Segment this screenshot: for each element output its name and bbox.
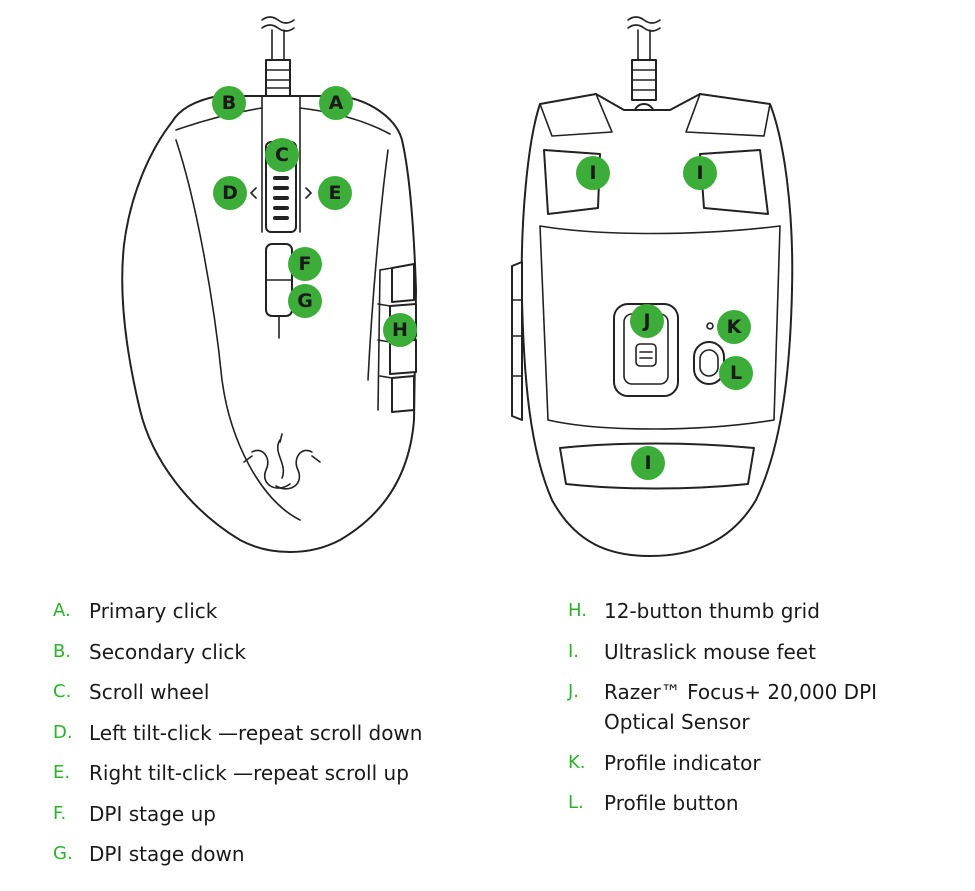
legend-key: G. [53, 843, 73, 864]
mouse-top-view [121, 16, 417, 553]
legend-key: L. [568, 792, 584, 813]
legend-text: Ultraslick mouse feet [604, 639, 816, 664]
legend-text: Profile button [604, 791, 739, 815]
callout-e: E [318, 176, 352, 210]
legend-item-h: H. 12-button thumb grid [568, 596, 948, 626]
legend-item-d: D. Left tilt-click —repeat scroll down [53, 718, 483, 748]
callout-d-label: D [222, 182, 238, 204]
callout-i-label: I [644, 452, 651, 474]
razer-snake-logo-icon [243, 433, 321, 490]
legend-key: C. [53, 681, 72, 702]
callout-i-left-foot: I [576, 156, 610, 190]
legend-item-f: F. DPI stage up [53, 799, 483, 829]
legend-text: Right tilt-click —repeat scroll up [89, 761, 409, 785]
callout-l-label: L [730, 362, 742, 384]
callout-h: H [383, 313, 417, 347]
legend-text: Primary click [89, 599, 218, 623]
legend-text: Scroll wheel [89, 680, 210, 704]
callout-g: G [288, 284, 322, 318]
legend-item-i: I. Ultraslick mouse feet [568, 637, 948, 667]
legend-item-a: A. Primary click [53, 596, 483, 626]
legend-key: B. [53, 640, 72, 662]
callout-g-label: G [297, 290, 313, 312]
legend-item-j: J. Razer™ Focus+ 20,000 DPI Optical Sens… [568, 677, 948, 737]
callout-e-label: E [329, 182, 342, 204]
mouse-diagram: A B C D E F G H I I I J K L [121, 16, 794, 557]
legend-item-b: B. Secondary click [53, 637, 483, 667]
legend-key: I. [568, 640, 580, 662]
callout-f-label: F [299, 253, 312, 275]
callout-a-label: A [329, 92, 344, 114]
callout-b-label: B [222, 92, 236, 114]
legend-key: K. [568, 751, 586, 773]
legend-item-g: G. DPI stage down [53, 839, 483, 869]
callout-b: B [212, 86, 246, 120]
callout-i-bottom-foot: I [631, 446, 665, 480]
callout-i-label: I [589, 162, 596, 184]
callout-j: J [630, 304, 664, 338]
callout-k-label: K [727, 316, 743, 338]
legend-text: Profile indicator [604, 750, 761, 775]
callout-c: C [265, 138, 299, 172]
legend-key: A. [53, 600, 71, 621]
legend-key: E. [53, 762, 71, 783]
legend-right: H. 12-button thumb grid I. Ultraslick mo… [568, 596, 948, 829]
legend-left: A. Primary click B. Secondary click C. S… [53, 596, 483, 880]
callout-h-label: H [392, 319, 408, 341]
legend-item-k: K. Profile indicator [568, 748, 948, 778]
callout-f: F [288, 247, 322, 281]
legend-item-l: L. Profile button [568, 788, 948, 818]
callout-l: L [719, 356, 753, 390]
legend-key: J. [568, 681, 580, 702]
callout-i-right-foot: I [683, 156, 717, 190]
legend-text: DPI stage up [89, 801, 216, 826]
legend-key: F. [53, 802, 67, 824]
legend-text: Secondary click [89, 639, 246, 664]
legend-item-c: C. Scroll wheel [53, 677, 483, 707]
legend-text: 12-button thumb grid [604, 599, 820, 623]
legend-key: D. [53, 721, 73, 743]
callout-i-label: I [696, 162, 703, 184]
legend-text: Razer™ Focus+ 20,000 DPI Optical Sensor [604, 680, 878, 734]
thumb-grid [377, 263, 417, 413]
callout-j-label: J [641, 310, 650, 332]
callout-c-label: C [275, 144, 289, 166]
legend-key: H. [568, 600, 587, 621]
legend-text: Left tilt-click —repeat scroll down [89, 720, 423, 745]
callout-d: D [213, 176, 247, 210]
callout-a: A [319, 86, 353, 120]
legend-text: DPI stage down [89, 842, 245, 866]
legend-item-e: E. Right tilt-click —repeat scroll up [53, 758, 483, 788]
callout-k: K [717, 310, 751, 344]
